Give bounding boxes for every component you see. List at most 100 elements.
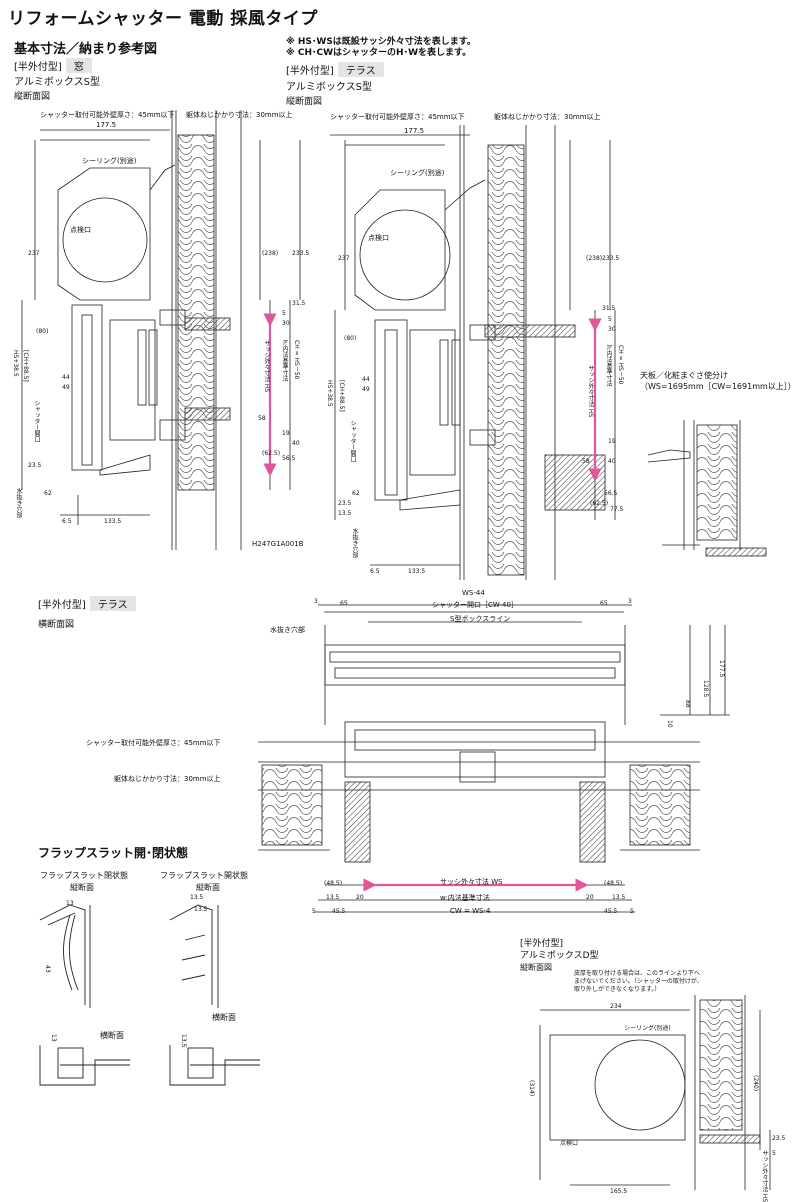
fig1-sealing: シーリング(別途) <box>82 157 137 165</box>
fig1-inspection: 点検口 <box>70 226 91 234</box>
fig4-dim2: 43 <box>44 965 51 973</box>
fig5-note-2: まげないでください。（シャッターの取付けが、 <box>574 978 703 985</box>
fig2-dim-r7: 40 <box>608 458 616 465</box>
fig1-dim-r9: (62.5) <box>262 450 281 457</box>
fig1-dim-r8: 40 <box>292 440 300 447</box>
fig1-dim-b1: 133.5 <box>104 518 122 525</box>
fig1-tag: 窓 <box>65 58 92 73</box>
fig2-dim-r9: (62.5) <box>590 500 609 507</box>
fig3-ws44: WS-44 <box>462 589 485 597</box>
fig3-cw: CW = WS-4 <box>450 907 491 915</box>
fig3-tag: テラス <box>89 596 136 611</box>
fig1-dim-r1: 233.5 <box>292 250 310 257</box>
fig5-dim-r3: 5 <box>772 1150 776 1157</box>
fig2-dim-l2: 44 <box>362 376 370 383</box>
fig3-dim-t2: 65 <box>600 600 608 607</box>
fig4-open-vertical: 縦断面 <box>196 883 220 892</box>
fig5-dim-r2: (314) <box>528 1080 535 1097</box>
fig1-dim-r2: 5 <box>282 310 286 317</box>
fig1-dim-l2: 44 <box>62 374 70 381</box>
fig1-dim-r7: 56.5 <box>282 455 296 462</box>
fig4-dim0: 13 <box>66 900 74 907</box>
fig1-type: [半外付型]窓 <box>14 58 92 73</box>
fig4-heading: フラップスラット開･閉状態 <box>38 846 189 860</box>
fig2-ch: [CH+88.5] <box>338 380 345 412</box>
fig1-dim-b0: 6.5 <box>62 518 72 525</box>
ceiling-note-1: 天板／化粧まぐさ使分け <box>640 371 728 380</box>
fig1-hs: HS+38.5 <box>12 350 19 377</box>
fig2-inspection: 点検口 <box>368 234 389 242</box>
fig5-sealing: シーリング(別途) <box>624 1025 671 1032</box>
fig1-drain: 水抜き穴部 <box>15 488 22 518</box>
fig3-drawing <box>258 604 730 913</box>
fig2-view: 縦断面図 <box>286 97 323 107</box>
fig2-dim-l4: 13.5 <box>338 510 352 517</box>
fig1-dim-r4: 30 <box>282 320 290 327</box>
fig1-ch-hs: CH = HS－50 <box>293 340 300 380</box>
fig1-screw-note: 躯体ねじかかり寸法：30mm以上 <box>186 111 293 119</box>
fig3-opening: シャッター開口［CW-40］ <box>432 601 518 609</box>
fig5-dim-r0: (240) <box>752 1075 759 1092</box>
fig3-dim-t0: 3 <box>314 598 318 605</box>
fig5-width: 234 <box>610 1003 622 1010</box>
fig2-dim-l1: (80) <box>344 335 357 342</box>
fig1-dim-l4: 23.5 <box>28 462 42 469</box>
fig2-box: アルミボックスS型 <box>286 82 372 93</box>
fig1-ch: [CH+88.5] <box>22 350 29 382</box>
fig2-width: 177.5 <box>404 127 425 135</box>
fig5-box: アルミボックスD型 <box>520 951 599 961</box>
fig5-sash: サッシ外々寸法 HS <box>761 1150 768 1202</box>
fig4-dim3: 13.5 <box>194 906 208 913</box>
fig2-screw-note: 躯体ねじかかり寸法：30mm以上 <box>494 113 601 121</box>
fig2-ch-hs: CH = HS－50 <box>617 345 624 385</box>
fig3-dim-r0: 10 <box>666 720 673 728</box>
fig2-drawing <box>330 125 616 580</box>
drawing-code: H247G1A001B <box>252 540 304 548</box>
fig3-boxline: S型ボックスライン <box>450 615 511 623</box>
fig5-drawing <box>539 995 771 1190</box>
fig5-type: [半外付型] <box>520 939 564 949</box>
fig1-opening: シャッター開口 <box>33 400 40 442</box>
fig2-dim-b0: 6.5 <box>370 568 380 575</box>
fig3-bl4: 45.5 <box>332 908 346 915</box>
fig2-dim-b1: 133.5 <box>408 568 426 575</box>
fig2-dim-r8: 56.5 <box>604 490 618 497</box>
fig1-dim-l1: (80) <box>36 328 49 335</box>
fig1-dim-l5: 62 <box>44 490 52 497</box>
fig3-bl3: 5 <box>312 908 316 915</box>
fig4-closed: フラップスラット閉状態 <box>40 871 128 880</box>
fig4-dim1: 13.5 <box>190 894 204 901</box>
note-ch-cw: ※ CH･CWはシャッターのH･Wを表します。 <box>286 48 472 58</box>
fig2-dim-r6: 19 <box>608 438 616 445</box>
fig4-closed-horizontal: 横断面 <box>100 1031 124 1040</box>
fig5-note-1: 皮厚を取り付ける場合は、このラインより下へ <box>574 970 700 977</box>
fig2-tag: テラス <box>337 62 384 77</box>
fig1-sash-hs: サッシ外々寸法 HS <box>263 340 270 393</box>
fig3-bl0: (48.5) <box>324 880 343 887</box>
fig1-width: 177.5 <box>96 121 117 129</box>
fig5-dim-b0: 165.5 <box>610 1188 628 1195</box>
fig1-dim-l3: 49 <box>62 384 70 391</box>
fig4-dim5: 13.5 <box>180 1034 187 1048</box>
fig4-open-horizontal: 横断面 <box>212 1013 236 1022</box>
fig1-h-inner: h:内法基準寸法 <box>281 340 288 382</box>
fig3-br3: 45.5 <box>604 908 618 915</box>
fig3-dim-t1: 65 <box>340 600 348 607</box>
fig3-bl2: 20 <box>356 894 364 901</box>
fig1-wall-note: シャッター取付可能外壁厚さ：45mm以下 <box>40 111 175 119</box>
fig3-dim-r3: 177.5 <box>718 660 725 678</box>
fig3-type: [半外付型]テラス <box>38 596 136 611</box>
note-hs-ws: ※ HS･WSは既設サッシ外々寸法を表します。 <box>286 37 476 47</box>
fig4-drawing <box>39 904 260 1086</box>
fig1-dim-l0: 237 <box>28 250 40 257</box>
fig3-sash-ws: サッシ外々寸法 WS <box>440 878 503 886</box>
fig1-dim-r0: (238) <box>262 250 279 257</box>
fig3-dim-r2: 128.5 <box>702 680 709 698</box>
fig2-sealing: シーリング(別途) <box>390 169 445 177</box>
fig5-view: 縦断面図 <box>520 963 552 972</box>
fig3-br4: 5 <box>630 908 634 915</box>
fig2-dim-r5: 58 <box>582 458 590 465</box>
ceiling-detail <box>647 420 767 557</box>
fig2-dim-r2: 5 <box>608 316 612 323</box>
